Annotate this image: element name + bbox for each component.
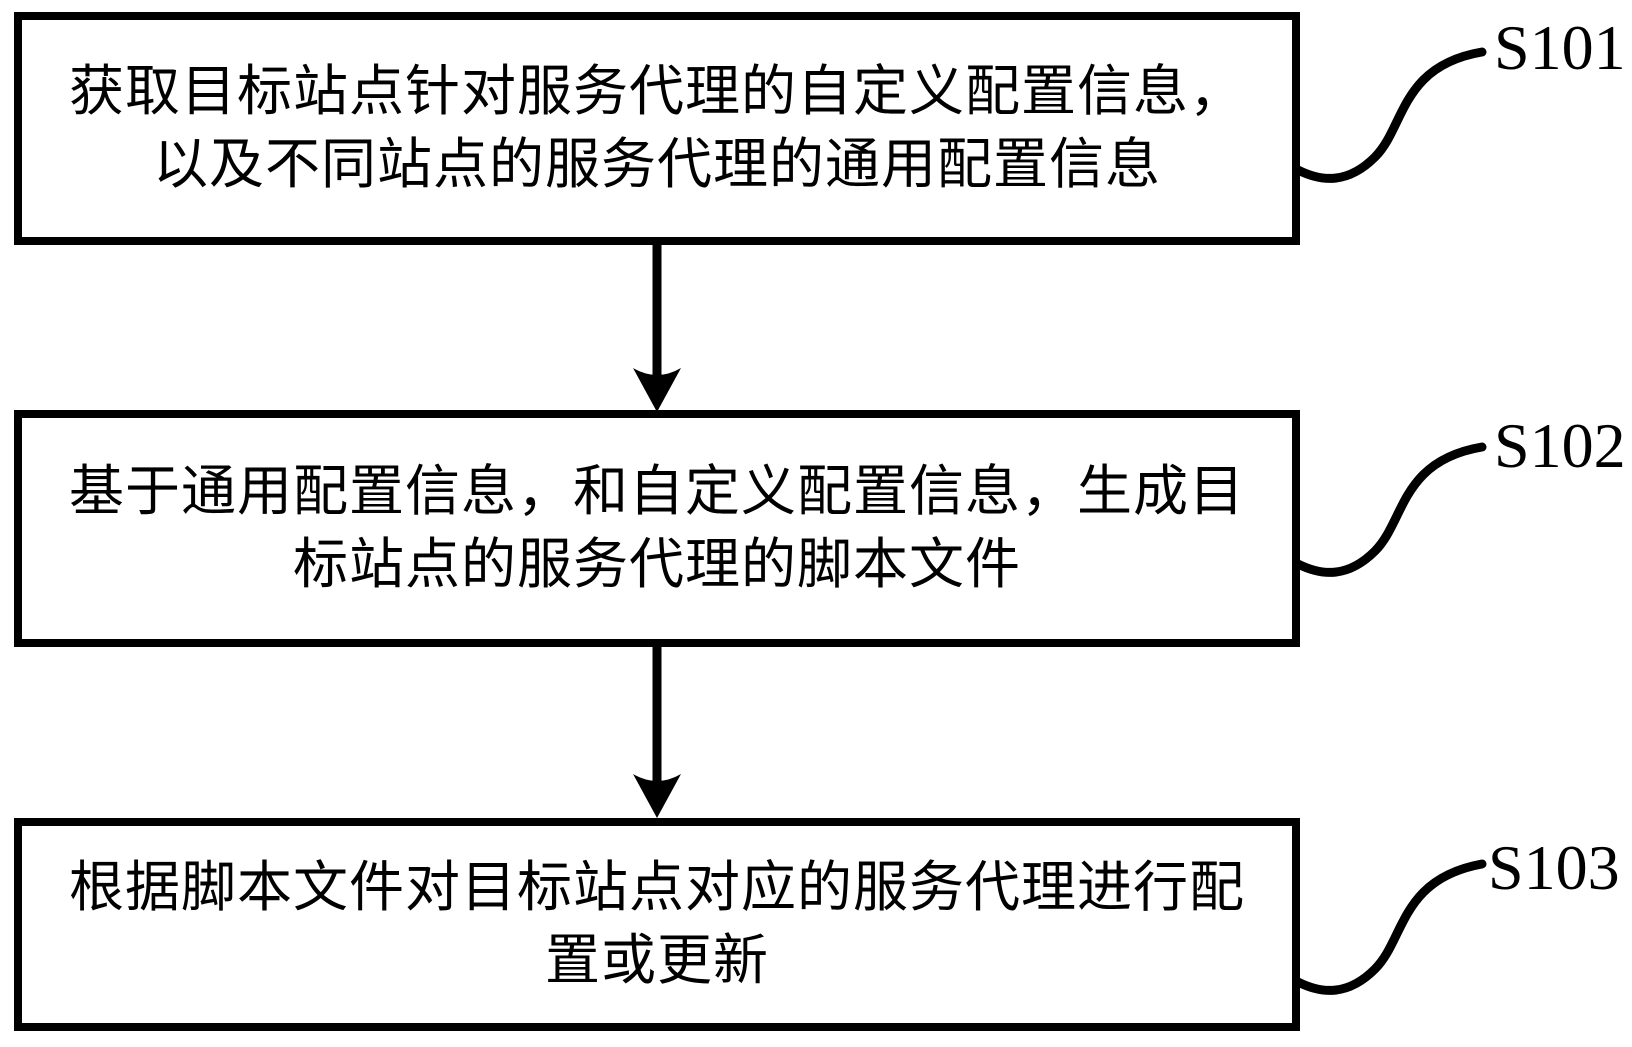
arrow-connector-2 [633, 645, 681, 818]
process-text-line: 根据脚本文件对目标站点对应的服务代理进行配 [68, 856, 1245, 918]
arrow-connector-1 [633, 243, 681, 412]
leader-line-s102 [1293, 442, 1487, 577]
step-label-s103: S103 [1488, 832, 1620, 903]
process-text-line: 标站点的服务代理的脚本文件 [292, 533, 1021, 595]
process-text-line: 获取目标站点针对服务代理的自定义配置信息， [68, 60, 1245, 122]
process-text-line: 以及不同站点的服务代理的通用配置信息 [152, 133, 1161, 195]
process-text-line: 置或更新 [544, 929, 769, 991]
process-box-s102: 基于通用配置信息，和自定义配置信息，生成目 标站点的服务代理的脚本文件 [14, 410, 1300, 647]
process-box-s103: 根据脚本文件对目标站点对应的服务代理进行配 置或更新 [14, 818, 1300, 1031]
leader-line-s101 [1293, 47, 1487, 183]
leader-line-s103 [1293, 859, 1487, 995]
process-text-line: 基于通用配置信息，和自定义配置信息，生成目 [68, 460, 1245, 522]
process-box-s101: 获取目标站点针对服务代理的自定义配置信息， 以及不同站点的服务代理的通用配置信息 [14, 12, 1300, 245]
step-label-s102: S102 [1494, 410, 1626, 481]
step-label-s101: S101 [1494, 12, 1626, 83]
